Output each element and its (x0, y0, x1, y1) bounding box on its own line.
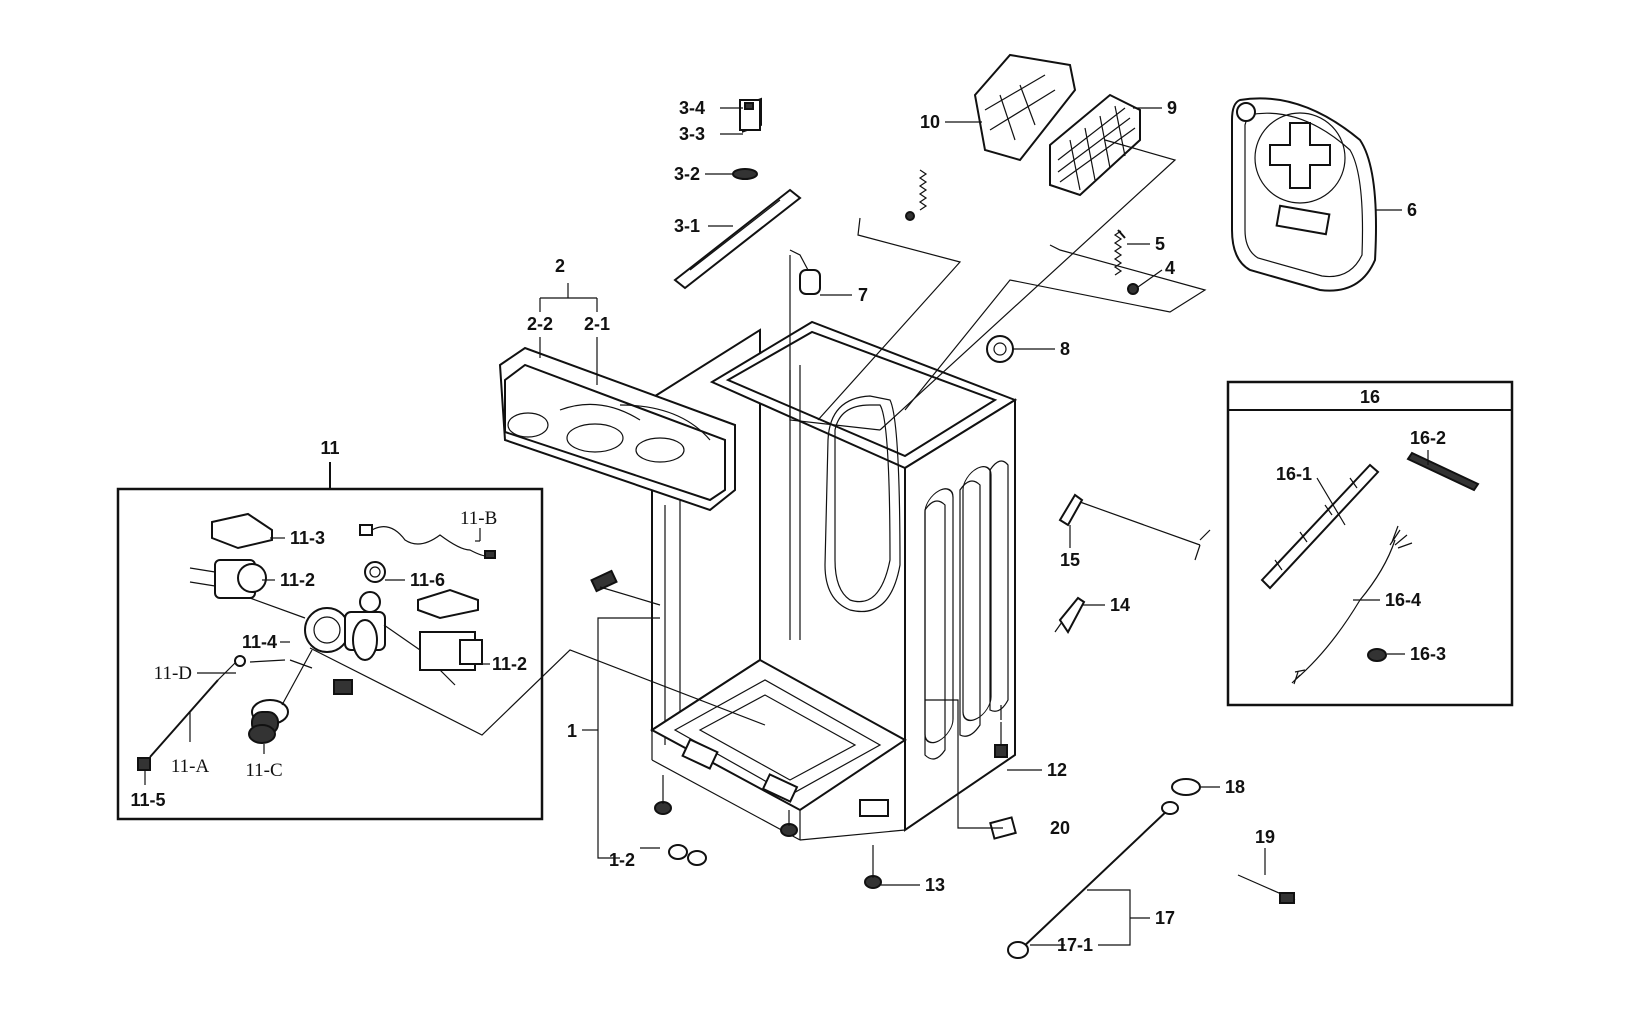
part-11-4-pump-housing[interactable] (304, 591, 386, 661)
part-18-cap[interactable] (1171, 778, 1201, 796)
part-3-1-bracket[interactable] (673, 188, 802, 290)
part-16-box (1226, 380, 1514, 707)
front-leg-b[interactable] (780, 810, 798, 837)
part-11-5-clamp[interactable] (137, 757, 151, 771)
label-13: 13 (925, 875, 945, 895)
part-11-a-drain-hose[interactable] (149, 661, 237, 758)
part-16-2-strip[interactable] (1406, 451, 1480, 492)
label-14: 14 (1110, 595, 1130, 615)
part-11-d-clamp[interactable] (234, 655, 246, 667)
label-16-1: 16-1 (1276, 464, 1312, 484)
label-8: 8 (1060, 339, 1070, 359)
part-16-3-clip[interactable] (1367, 648, 1387, 662)
part-1-2-caps[interactable] (668, 844, 707, 866)
label-5: 5 (1155, 234, 1165, 254)
part-16-1-bracket[interactable] (1260, 463, 1380, 590)
part-5-spring[interactable] (1113, 229, 1126, 276)
label-11-4: 11-4 (242, 632, 277, 652)
part-11-2-pump-motor-a[interactable] (189, 559, 267, 599)
part-labels: 2 2-2 2-1 3-4 3-3 3-2 3-1 7 8 10 9 5 4 6… (130, 98, 1446, 955)
label-11: 11 (320, 438, 339, 458)
label-11-d: 11-D (154, 663, 192, 684)
small-block[interactable] (333, 679, 353, 695)
label-16-4: 16-4 (1385, 590, 1421, 610)
control-panel-frame-part[interactable] (498, 346, 736, 512)
part-12-leg[interactable] (994, 705, 1008, 758)
label-1-2: 1-2 (609, 850, 635, 870)
label-11-6: 11-6 (410, 570, 445, 590)
label-11-b: 11-B (460, 508, 497, 529)
label-3-1: 3-1 (674, 216, 700, 236)
label-3-3: 3-3 (679, 124, 705, 144)
part-11-b-wire-harness[interactable] (359, 524, 496, 559)
label-11-2a: 11-2 (280, 570, 315, 590)
label-11-5: 11-5 (130, 790, 165, 810)
label-4: 4 (1165, 258, 1175, 278)
label-2-1: 2-1 (584, 314, 610, 334)
part-11-connectors (249, 597, 421, 706)
label-16-2: 16-2 (1410, 428, 1446, 448)
upper-spring[interactable] (905, 169, 928, 221)
part-17-hose[interactable] (1007, 801, 1179, 959)
label-15: 15 (1060, 550, 1080, 570)
label-17-1: 17-1 (1057, 935, 1093, 955)
front-leg-a[interactable] (654, 775, 672, 815)
part-11-3-cover[interactable] (211, 512, 273, 550)
label-11-3: 11-3 (290, 528, 325, 548)
label-6: 6 (1407, 200, 1417, 220)
part-14-valve[interactable] (1054, 596, 1086, 634)
label-16: 16 (1360, 387, 1380, 407)
label-1: 1 (567, 721, 577, 741)
label-20: 20 (1050, 818, 1070, 838)
part-3-2-clip[interactable] (732, 168, 758, 180)
label-18: 18 (1225, 777, 1245, 797)
label-11-a: 11-A (171, 756, 210, 777)
label-11-2b: 11-2 (492, 654, 527, 674)
part-10-duct[interactable] (973, 53, 1077, 162)
label-12: 12 (1047, 760, 1067, 780)
part-11-6-seal[interactable] (364, 561, 386, 583)
label-7: 7 (858, 285, 868, 305)
part-19-plug[interactable] (1237, 874, 1296, 904)
part-4-damper-pin[interactable] (1127, 283, 1139, 295)
part-11-box (116, 462, 544, 821)
label-9: 9 (1167, 98, 1177, 118)
part-9-filter-grid[interactable] (1049, 93, 1141, 197)
label-11-c: 11-C (245, 760, 282, 781)
cabinet-part[interactable] (650, 320, 1018, 841)
label-2: 2 (555, 256, 565, 276)
label-16-3: 16-3 (1410, 644, 1446, 664)
part-8-grommet[interactable] (986, 335, 1014, 363)
filter-bracket[interactable] (590, 569, 618, 593)
label-3-2: 3-2 (674, 164, 700, 184)
label-10: 10 (920, 112, 940, 132)
part-13-leg[interactable] (864, 845, 882, 889)
label-17: 17 (1155, 908, 1175, 928)
label-3-4: 3-4 (679, 98, 705, 118)
part-7-sensor[interactable] (789, 249, 821, 295)
part-3-3-3-4-holder[interactable] (739, 97, 762, 133)
part-11-c-filter-cap[interactable] (248, 699, 289, 744)
part-6-tub-cover[interactable] (1231, 97, 1377, 292)
leader-lines (144, 107, 1429, 946)
label-2-2: 2-2 (527, 314, 553, 334)
part-11-2-pump-motor-b[interactable] (417, 588, 483, 686)
label-19: 19 (1255, 827, 1275, 847)
part-15-sensor-rod[interactable] (1058, 493, 1211, 561)
